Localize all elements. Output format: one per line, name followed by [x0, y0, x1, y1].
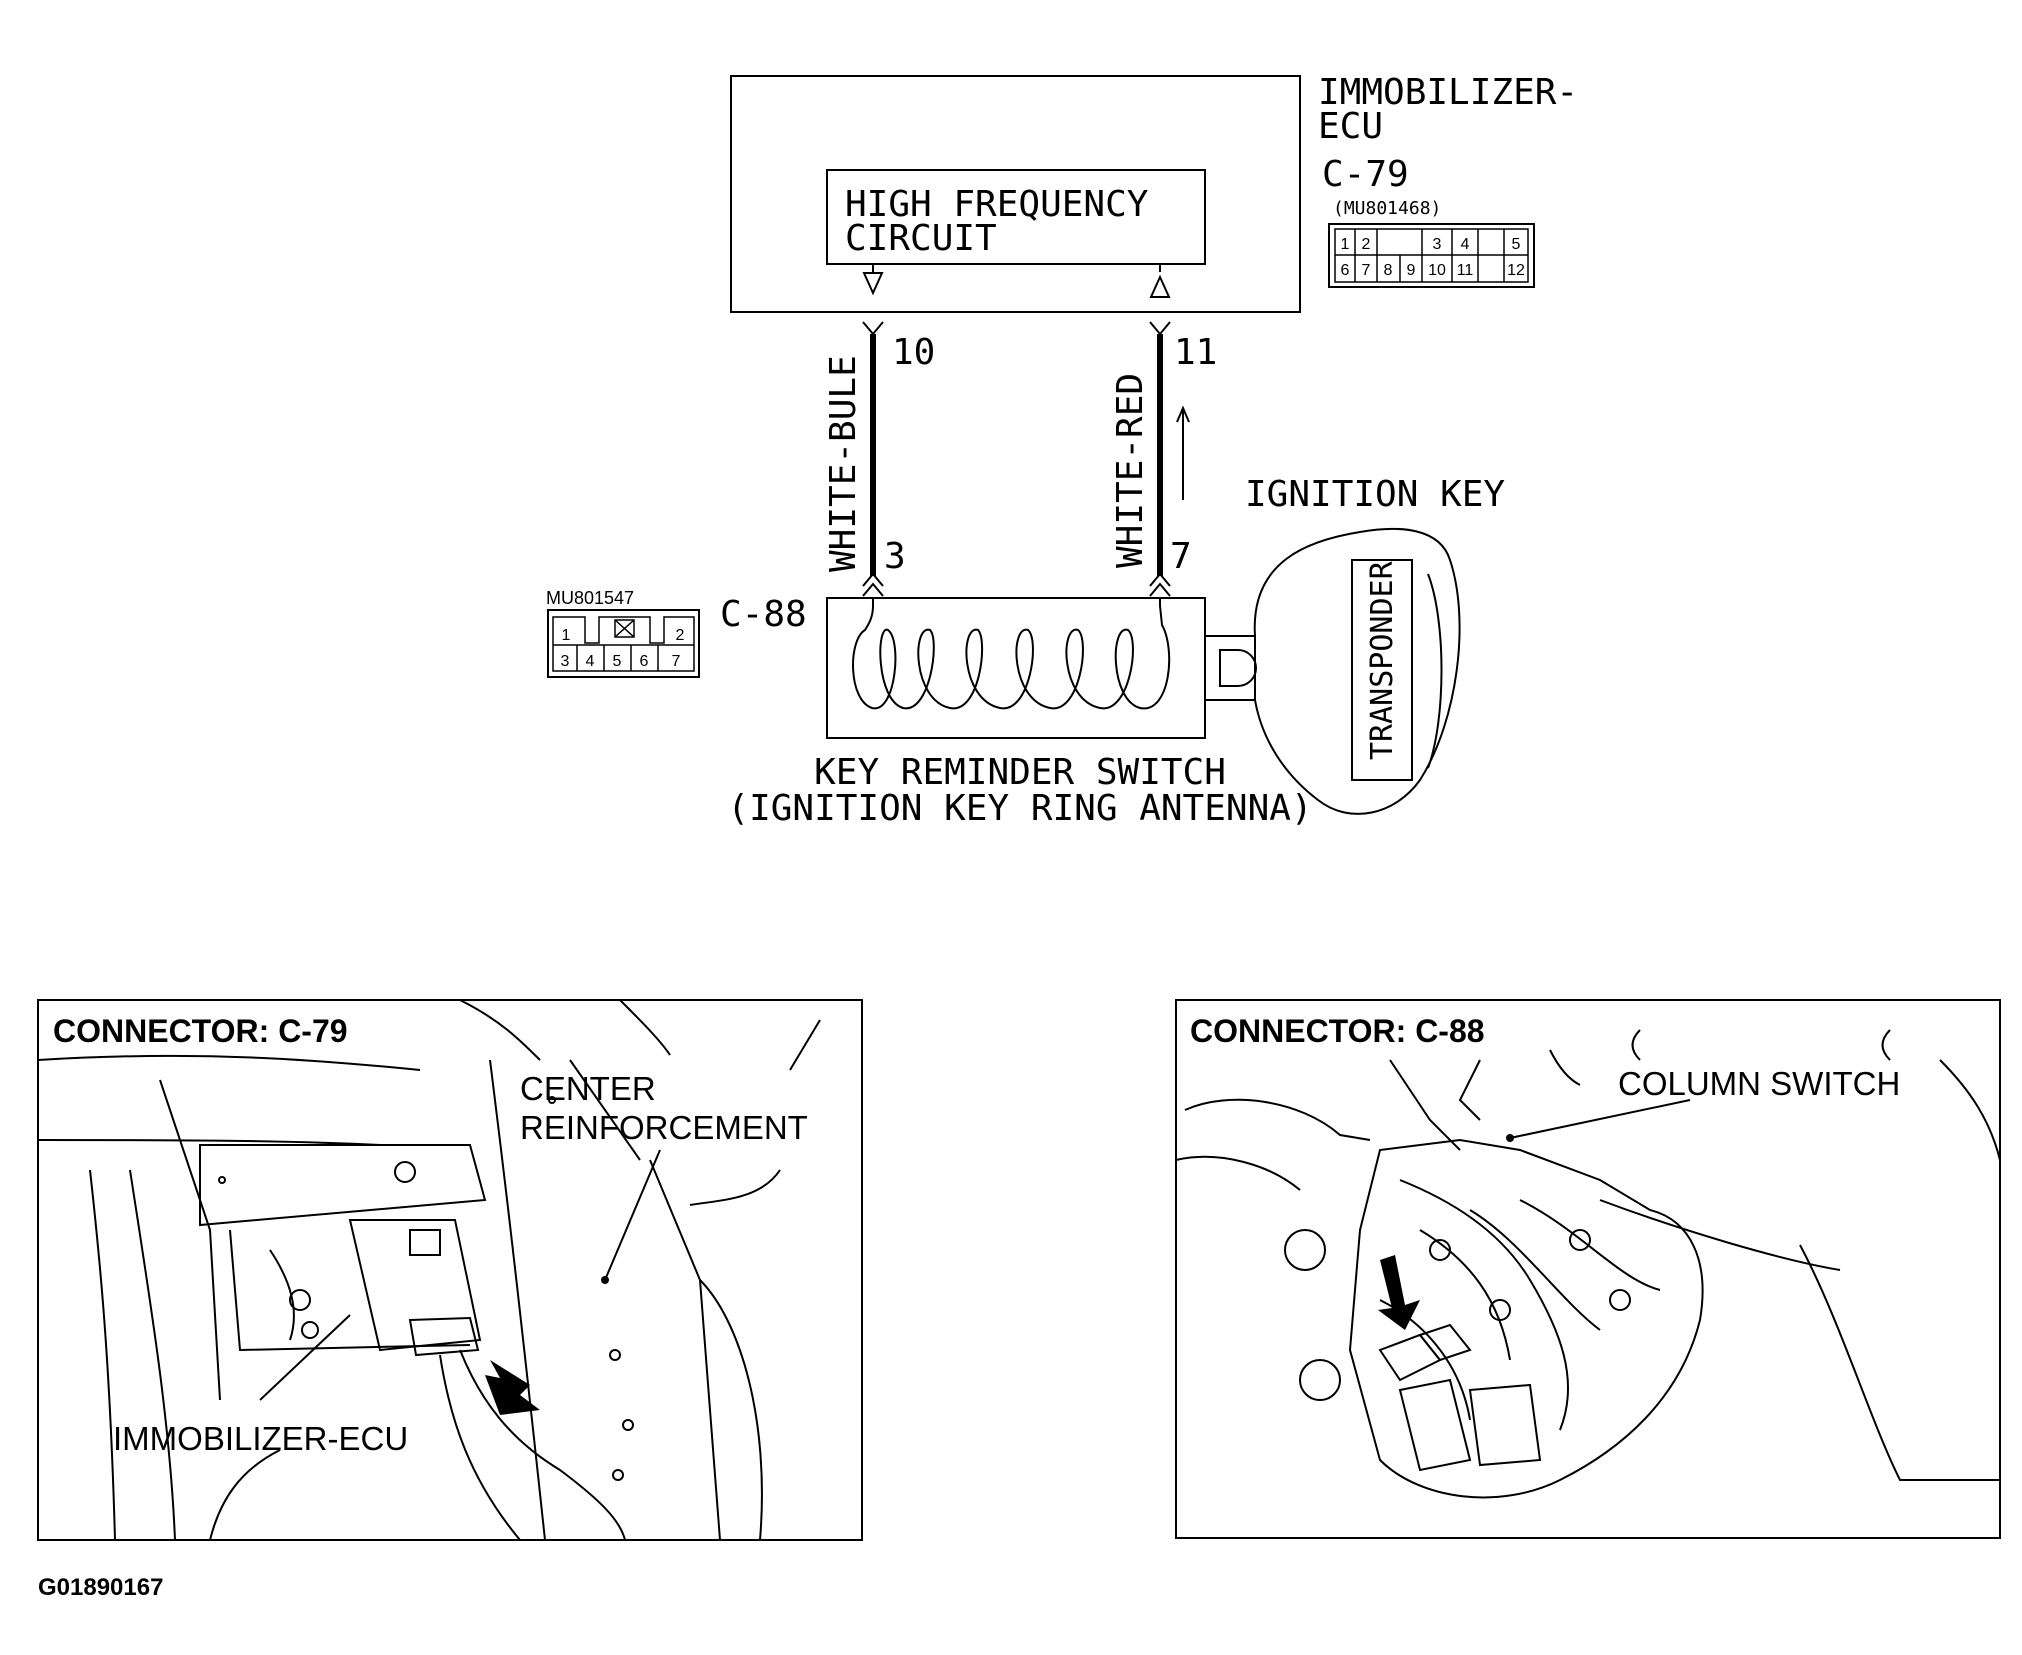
- switch-pin-7: 7: [1170, 536, 1192, 577]
- ecu-connector-id: C-79: [1322, 154, 1409, 195]
- switch-pin-3: 3: [884, 536, 906, 577]
- immobilizer-ecu-icon: [348, 1219, 482, 1352]
- switch-caption-2: (IGNITION KEY RING ANTENNA): [727, 788, 1312, 829]
- wire-color-white-red: WHITE-RED: [1110, 373, 1151, 568]
- output-arrow-icon: [862, 272, 884, 296]
- c79-pin: 2: [1362, 236, 1371, 253]
- c79-pin: 3: [1433, 236, 1442, 253]
- c79-pin: 9: [1407, 262, 1416, 279]
- figure-code: G01890167: [38, 1574, 163, 1601]
- ignition-key-icon: [1205, 527, 1461, 815]
- c79-pin: 4: [1461, 236, 1470, 253]
- transponder-box: [1351, 559, 1413, 781]
- ecu-name-1: IMMOBILIZER-: [1318, 72, 1578, 113]
- c79-pin: 7: [1362, 262, 1371, 279]
- connector-c88-icon: [1378, 1333, 1442, 1382]
- wire-white-red: 11 7 WHITE-RED: [1110, 321, 1217, 597]
- c88-pin: 4: [586, 653, 595, 670]
- immobilizer-ecu-box: [730, 75, 1301, 313]
- label-column-switch: COLUMN SWITCH: [1618, 1065, 1900, 1102]
- switch-caption-1: KEY REMINDER SWITCH: [814, 752, 1226, 793]
- connector-c88-panel: CONNECTOR: C-88 COLUMN SWITCH: [1175, 999, 2001, 1539]
- c79-pin: 11: [1457, 262, 1474, 279]
- label-immobilizer-ecu: IMMOBILIZER-ECU: [113, 1420, 408, 1457]
- c79-pin: 8: [1384, 262, 1393, 279]
- switch-part-number: MU801547: [546, 588, 634, 608]
- c79-pin: 12: [1507, 262, 1525, 279]
- input-arrow-icon: [1149, 274, 1171, 298]
- panel-c79-title: CONNECTOR: C-79: [53, 1013, 348, 1049]
- hf-circuit-label-1: HIGH FREQUENCY: [845, 184, 1149, 225]
- high-frequency-circuit-box: [826, 169, 1206, 265]
- ecu-pin-10: 10: [892, 332, 935, 373]
- c79-pinout: 1 2 3 4 5 6 7 8 9 10 11 12: [1328, 223, 1535, 288]
- c79-pin: 5: [1512, 236, 1521, 253]
- arrow-icon: [485, 1360, 540, 1415]
- switch-connector-id: C-88: [720, 594, 807, 635]
- ecu-part-number: (MU801468): [1333, 198, 1441, 219]
- hf-circuit-label-2: CIRCUIT: [845, 218, 997, 259]
- arrow-icon: [1378, 1255, 1420, 1330]
- label-center-reinforcement-1: CENTER: [520, 1070, 656, 1107]
- panel-c88-title: CONNECTOR: C-88: [1190, 1013, 1485, 1049]
- c79-pin: 1: [1341, 236, 1350, 253]
- c88-pin: 7: [672, 653, 681, 670]
- label-center-reinforcement-2: REINFORCEMENT: [520, 1109, 808, 1146]
- c79-pin: 6: [1341, 262, 1350, 279]
- c88-pin: 6: [640, 653, 649, 670]
- wire-white-blue: 10 3 WHITE-BULE: [823, 321, 935, 597]
- connector-c79-panel: CONNECTOR: C-79 CEN: [37, 999, 863, 1541]
- blank-pin-icon: [614, 619, 635, 638]
- ecu-name-2: ECU: [1318, 106, 1383, 147]
- c88-pin: 3: [561, 653, 570, 670]
- signal-direction-arrow-icon: [1176, 405, 1190, 423]
- key-reminder-switch-box: [826, 597, 1206, 739]
- c88-pin: 1: [562, 627, 571, 644]
- c88-pinout: 1 2 3 4 5 6 7: [547, 609, 700, 678]
- wire-color-white-blue: WHITE-BULE: [823, 355, 864, 572]
- c88-pin: 5: [613, 653, 622, 670]
- c88-pin: 2: [676, 627, 685, 644]
- antenna-coil-icon: [852, 598, 1171, 710]
- transponder-label: TRANSPONDER: [1365, 560, 1400, 760]
- ecu-pin-11: 11: [1174, 332, 1217, 373]
- ignition-key-label: IGNITION KEY: [1245, 474, 1505, 515]
- c79-pin: 10: [1428, 262, 1446, 279]
